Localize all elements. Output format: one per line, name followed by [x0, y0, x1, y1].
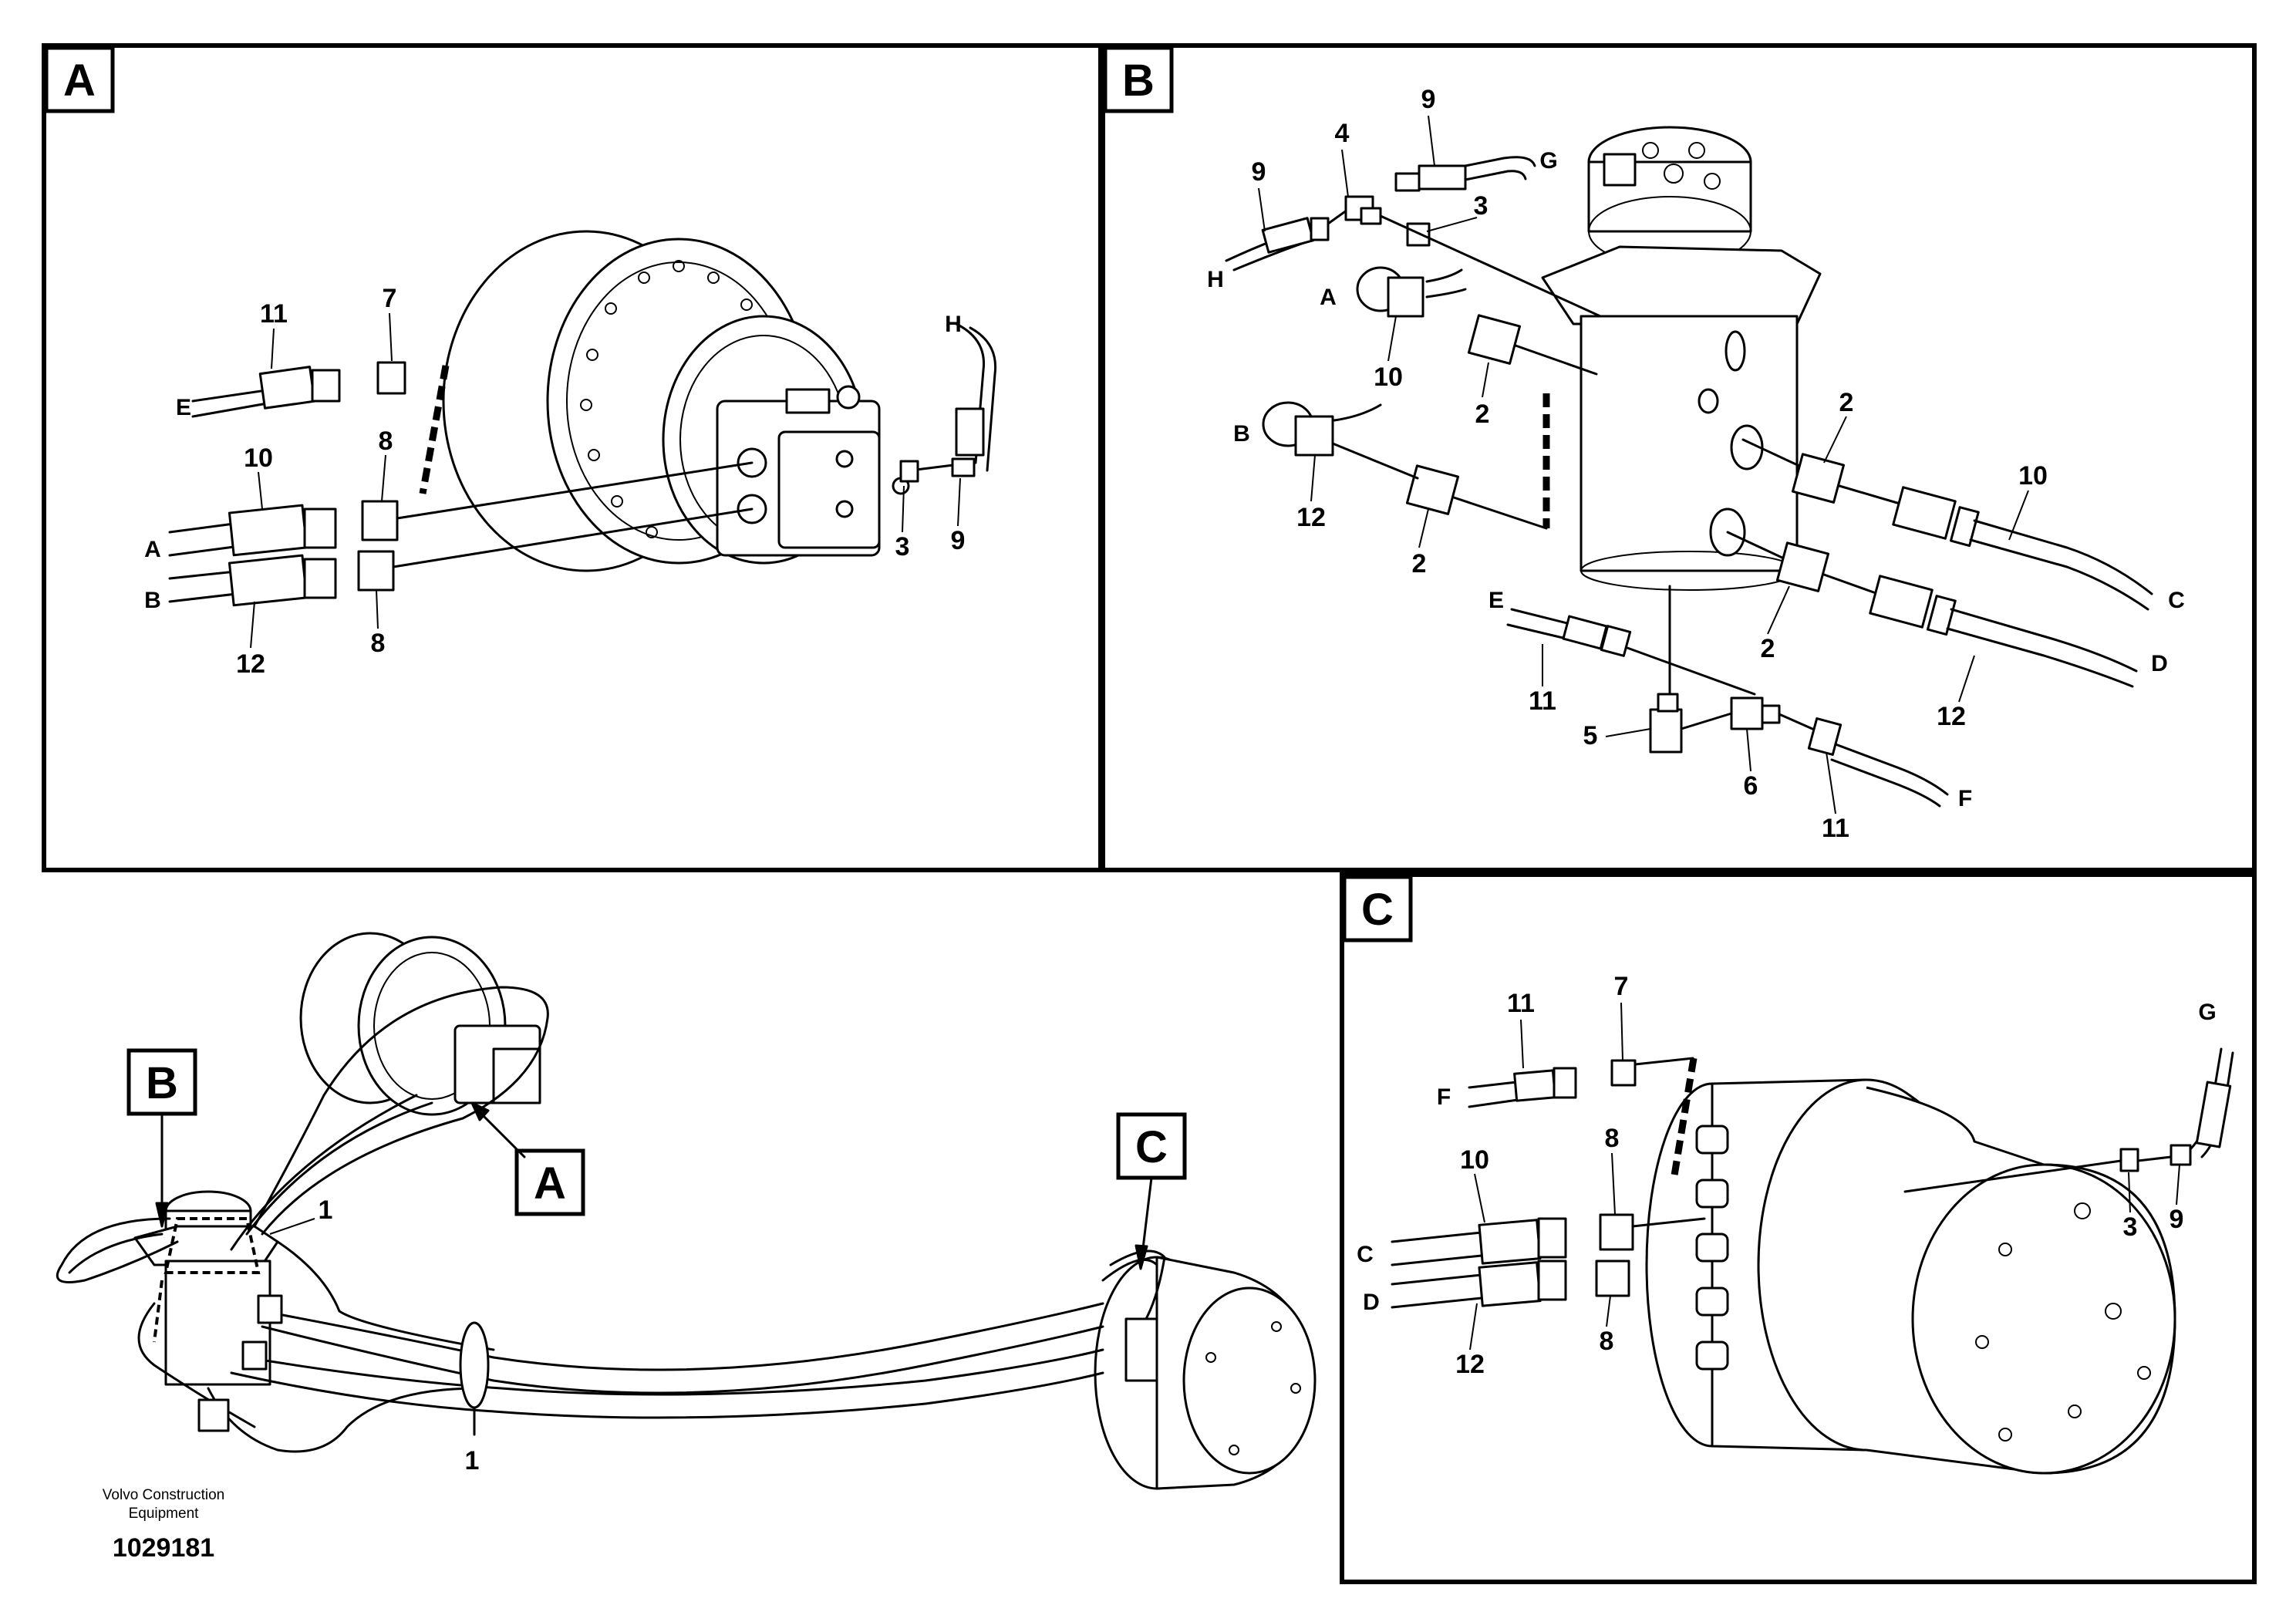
callout-b-2-right-bottom: 2 [1761, 634, 1775, 663]
callout-b-6: 6 [1744, 771, 1758, 801]
callout-b-9-left: 9 [1252, 157, 1266, 187]
conn-b-f: F [1958, 786, 1972, 811]
callout-c-8-top: 8 [1605, 1124, 1620, 1153]
conn-c-f: F [1437, 1084, 1451, 1110]
conn-c-g: G [2198, 1000, 2216, 1025]
panel-c-tag: C [1361, 885, 1394, 935]
overview-callout-1-bottom: 1 [465, 1446, 480, 1475]
callout-a-7: 7 [383, 284, 397, 313]
callout-b-9-top: 9 [1421, 85, 1436, 114]
callout-c-9: 9 [2170, 1205, 2184, 1234]
conn-c-d: D [1363, 1290, 1380, 1315]
fittings-b-top [1225, 156, 1602, 318]
callout-c-11: 11 [1507, 989, 1535, 1018]
panel-b-frame [1101, 43, 2257, 872]
footer-brand-line2: Equipment [129, 1506, 200, 1522]
hoses-a [168, 322, 997, 607]
callout-c-12: 12 [1455, 1350, 1485, 1379]
callout-b-3: 3 [1474, 191, 1489, 221]
callout-c-7: 7 [1614, 972, 1629, 1001]
panel-b-tag: B [1122, 56, 1155, 106]
footer-document-number: 1029181 [113, 1533, 214, 1563]
callout-b-2-right-top: 2 [1839, 388, 1854, 417]
conn-a-a: A [144, 537, 161, 562]
callout-a-3: 3 [895, 532, 910, 561]
callout-a-9: 9 [951, 526, 966, 555]
travel-motor-c [1645, 1078, 2176, 1475]
panel-a-tag: A [63, 56, 96, 106]
callout-c-8-bottom: 8 [1600, 1327, 1614, 1356]
callout-c-10: 10 [1460, 1145, 1489, 1175]
callout-a-8-bottom: 8 [371, 629, 386, 658]
conn-a-e: E [176, 395, 191, 420]
callout-a-8-top: 8 [379, 427, 393, 456]
callout-b-4: 4 [1335, 119, 1350, 148]
conn-b-b: B [1233, 421, 1250, 447]
conn-b-h: H [1207, 267, 1224, 292]
fittings-b-right [1726, 438, 2153, 688]
conn-a-h: H [945, 312, 962, 337]
callout-b-5: 5 [1583, 721, 1598, 750]
callout-b-12-right: 12 [1937, 702, 1966, 731]
conn-b-d: D [2151, 651, 2168, 676]
callout-a-11: 11 [260, 299, 288, 329]
panel-b: B [1103, 46, 2185, 843]
panel-a: A [44, 46, 997, 679]
conn-c-c: C [1357, 1242, 1374, 1267]
panel-c: C [1342, 875, 2234, 1475]
conn-b-c: C [2168, 588, 2185, 613]
callout-b-11-left: 11 [1529, 686, 1556, 716]
overview-tag-b: B [146, 1058, 178, 1108]
conn-a-b: B [144, 588, 161, 613]
fittings-b-bottom [1506, 608, 1949, 808]
callout-b-10-left: 10 [1374, 363, 1403, 392]
callout-b-2-top: 2 [1475, 400, 1490, 429]
callout-b-12-left: 12 [1296, 503, 1326, 532]
panel-c-frame [1340, 872, 2257, 1584]
overview-tag-c: C [1135, 1122, 1168, 1172]
center-joint [1541, 126, 1822, 696]
fittings-b-left [1262, 266, 1598, 530]
conn-b-g: G [1539, 148, 1557, 174]
callout-a-12: 12 [236, 649, 265, 679]
callout-a-10: 10 [244, 443, 273, 473]
conn-b-e: E [1489, 588, 1504, 613]
overview-callout-1-top: 1 [319, 1195, 333, 1225]
callout-c-3: 3 [2123, 1212, 2138, 1242]
callout-b-2-mid: 2 [1412, 549, 1427, 578]
hoses-c [1391, 1047, 2234, 1309]
footer-brand-line1: Volvo Construction [103, 1487, 224, 1503]
overview-tag-a: A [534, 1158, 566, 1209]
callout-b-10-right: 10 [2018, 461, 2048, 491]
overview-assembly [56, 932, 1317, 1490]
travel-motor-a [442, 230, 910, 572]
conn-b-a: A [1320, 285, 1337, 310]
callout-b-11-right: 11 [1822, 814, 1849, 843]
